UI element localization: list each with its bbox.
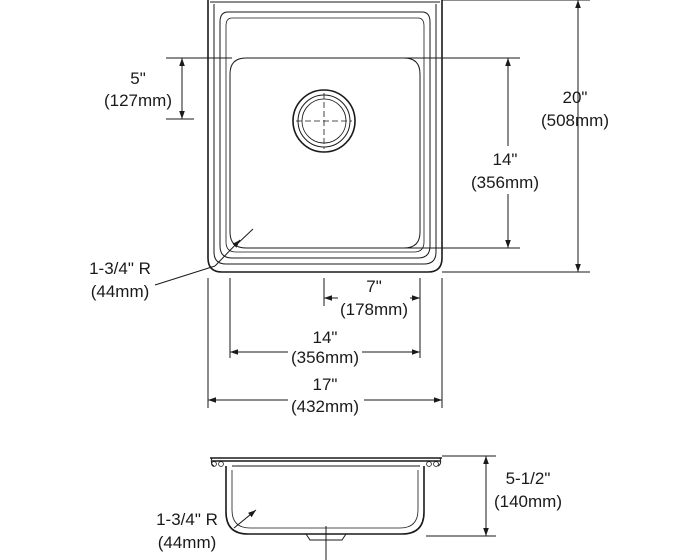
- sink-bowl-outline: [229, 57, 421, 249]
- dim-overall-width: 17" (432mm): [208, 375, 442, 418]
- bowl-height-in: 5-1/2": [506, 469, 551, 488]
- overall-depth-mm: (508mm): [541, 111, 609, 130]
- bowl-width-in: 14": [313, 328, 338, 347]
- corner-radius-top-in: 1-3/4" R: [89, 259, 151, 278]
- overall-width-in: 17": [313, 375, 338, 394]
- dim-drain-center: 7" (178mm): [324, 274, 420, 320]
- corner-radius-side-in: 1-3/4" R: [156, 510, 218, 529]
- drain-center-in: 7": [366, 277, 382, 296]
- side-clip-right-2: [433, 461, 439, 467]
- dim-bowl-depth: 14" (356mm): [404, 57, 546, 249]
- bowl-width-mm: (356mm): [291, 348, 359, 367]
- drain-offset-in: 5": [130, 69, 146, 88]
- dim-bowl-width: 14" (356mm): [230, 328, 420, 370]
- sink-deck-outline: [219, 11, 431, 259]
- overall-depth-in: 20": [563, 88, 588, 107]
- drain-center-mm: (178mm): [340, 300, 408, 319]
- sink-outer-rim: [207, 0, 443, 273]
- side-clip-left-2: [218, 461, 224, 467]
- extension-lines: [207, 278, 443, 408]
- overall-width-mm: (432mm): [291, 397, 359, 416]
- sink-top-view: [207, 0, 443, 273]
- drain-outer-ring: [292, 89, 356, 153]
- sink-deck-inner-line: [225, 17, 425, 253]
- side-clip-right: [426, 461, 432, 467]
- sink-rim-inner-edge: [213, 4, 437, 265]
- bowl-depth-mm: (356mm): [471, 173, 539, 192]
- side-bowl-body: [225, 466, 425, 535]
- corner-radius-side-mm: (44mm): [158, 533, 217, 552]
- drain-offset-mm: (127mm): [104, 91, 172, 110]
- dim-corner-radius-top: 1-3/4" R (44mm): [89, 228, 254, 301]
- bowl-depth-in: 14": [493, 150, 518, 169]
- sink-side-view: [210, 457, 442, 560]
- corner-radius-top-mm: (44mm): [91, 282, 150, 301]
- side-clip-left: [211, 461, 217, 467]
- side-rim-lip: [210, 457, 442, 462]
- dim-bowl-height: 5-1/2" (140mm): [426, 455, 570, 537]
- bowl-height-mm: (140mm): [494, 492, 562, 511]
- dim-overall-depth: 20" (508mm): [442, 0, 609, 273]
- dim-drain-offset: 5" (127mm): [104, 57, 232, 120]
- side-bowl-inner: [231, 470, 419, 529]
- dim-corner-radius-side: 1-3/4" R (44mm): [156, 509, 257, 552]
- side-rim-ends: [210, 457, 442, 467]
